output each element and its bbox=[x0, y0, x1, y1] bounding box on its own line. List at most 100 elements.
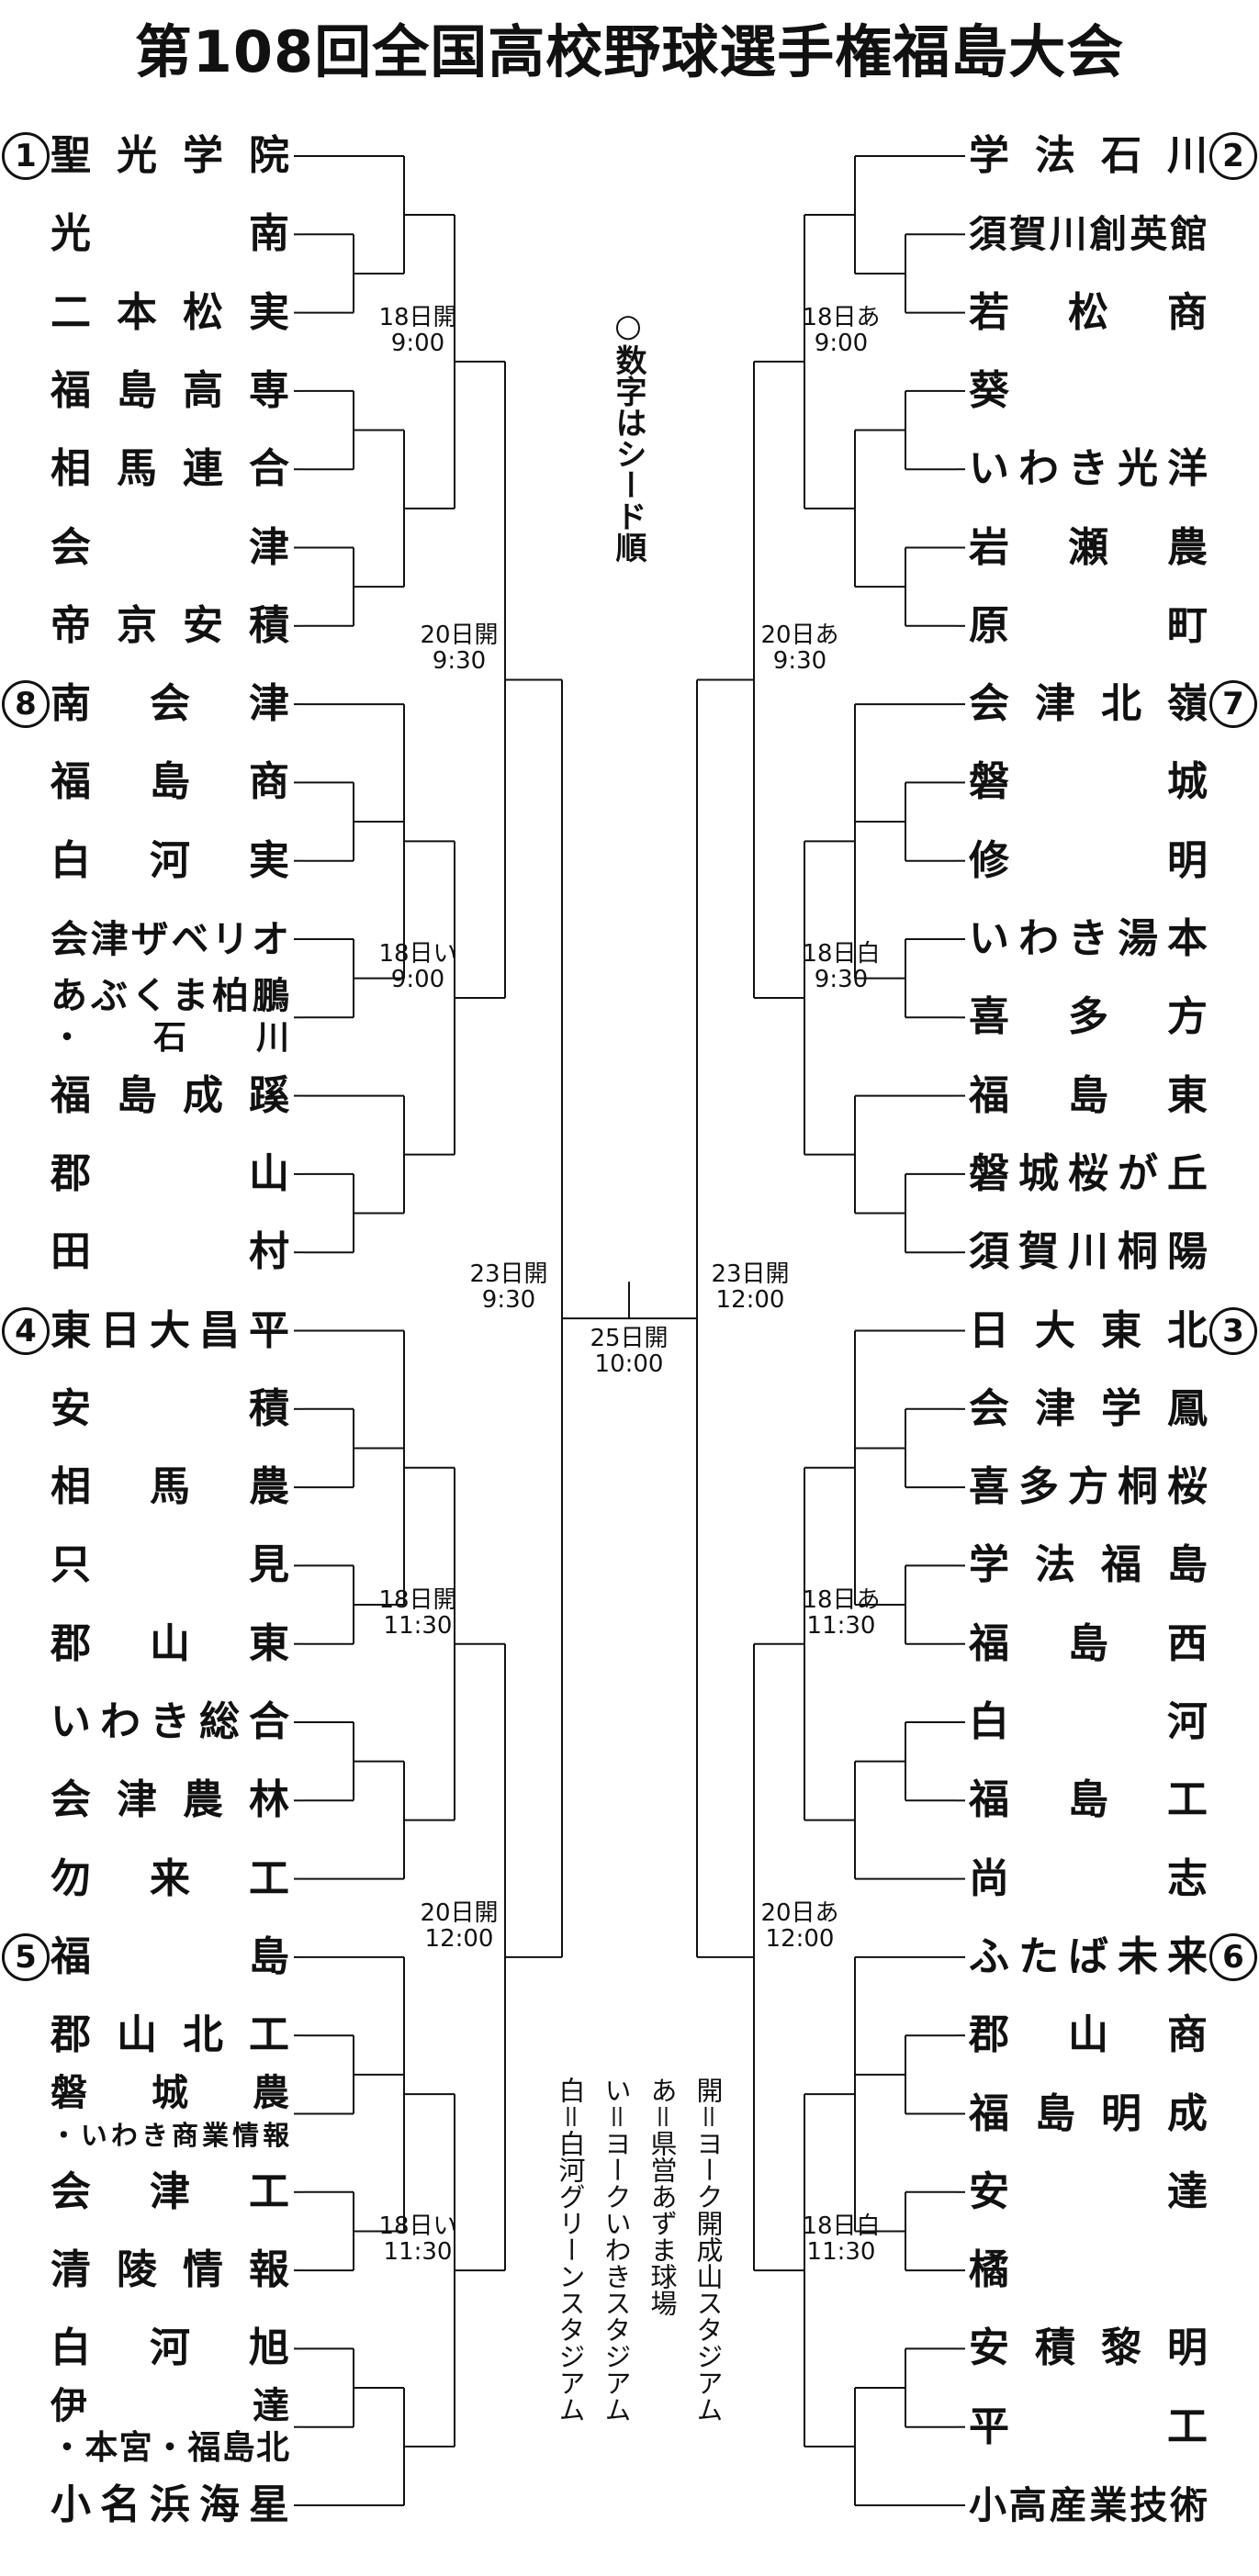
schedule-date: 20日開 bbox=[420, 622, 499, 650]
seed-badge-1: 1 bbox=[2, 132, 50, 180]
team-left-1: 聖光学院 bbox=[51, 132, 289, 179]
team-right-21: 白 河 bbox=[969, 1698, 1208, 1745]
team-left-26: 磐城農・いわき商業情報 bbox=[51, 2072, 289, 2156]
team-left-22: 会津農林 bbox=[51, 1776, 289, 1824]
team-right-2: 須賀川創英館 bbox=[969, 212, 1208, 257]
seed-badge-6: 6 bbox=[1209, 1932, 1257, 1981]
team-left-16: 東日大昌平 bbox=[51, 1306, 289, 1354]
team-name-line: 伊達 bbox=[51, 2384, 289, 2427]
team-left-13: 福島成蹊 bbox=[51, 1071, 289, 1119]
team-right-9: 磐 城 bbox=[969, 758, 1208, 806]
schedule-time: 12:00 bbox=[715, 1286, 785, 1315]
team-right-1: 学法石川 bbox=[969, 132, 1208, 179]
team-left-15: 田 村 bbox=[51, 1228, 289, 1276]
schedule-time: 9:30 bbox=[772, 647, 827, 676]
schedule-date: 25日開 bbox=[590, 1325, 669, 1353]
seed-badge-2: 2 bbox=[1209, 132, 1257, 180]
team-right-26: 福島明成 bbox=[969, 2089, 1208, 2137]
team-left-7: 帝京安積 bbox=[51, 601, 289, 649]
team-right-27: 安 達 bbox=[969, 2167, 1208, 2215]
team-name-line: あぶくま柏鵬 bbox=[51, 975, 289, 1018]
team-left-23: 勿来工 bbox=[51, 1854, 289, 1902]
team-right-29: 安積黎明 bbox=[969, 2324, 1208, 2372]
team-left-5: 相馬連合 bbox=[51, 445, 289, 493]
seed-badge-8: 8 bbox=[2, 680, 50, 729]
team-left-20: 郡山東 bbox=[51, 1619, 289, 1667]
schedule-time: 9:00 bbox=[814, 329, 869, 357]
seed-note: ○数字はシード順 bbox=[610, 308, 646, 563]
schedule-date: 20日あ bbox=[760, 622, 839, 650]
team-left-12: あぶくま柏鵬・石川 bbox=[51, 975, 289, 1059]
team-right-25: 郡山商 bbox=[969, 2011, 1208, 2059]
team-left-19: 只 見 bbox=[51, 1541, 289, 1589]
schedule-date: 20日開 bbox=[420, 1898, 499, 1927]
schedule-time: 9:30 bbox=[814, 965, 869, 993]
team-name-line: 磐城農 bbox=[51, 2071, 289, 2114]
team-right-4: 葵 bbox=[969, 366, 1009, 414]
team-left-14: 郡 山 bbox=[51, 1149, 289, 1197]
schedule-date: 23日開 bbox=[469, 1260, 548, 1289]
team-left-6: 会 津 bbox=[51, 523, 289, 571]
team-right-13: 福島東 bbox=[969, 1071, 1208, 1119]
team-right-30: 平 工 bbox=[969, 2402, 1208, 2450]
schedule-time: 9:00 bbox=[390, 965, 445, 993]
schedule-date: 18日白 bbox=[802, 939, 881, 968]
schedule-time: 11:30 bbox=[806, 1611, 876, 1640]
team-name-line: ・いわき商業情報 bbox=[51, 2119, 289, 2151]
team-right-3: 若松商 bbox=[969, 288, 1208, 336]
legend-item-3: い＝ヨークいわきスタジアム bbox=[601, 2077, 632, 2424]
schedule-time: 12:00 bbox=[765, 1924, 835, 1953]
team-right-16: 日大東北 bbox=[969, 1306, 1208, 1354]
team-right-23: 尚 志 bbox=[969, 1854, 1208, 1902]
seed-badge-4: 4 bbox=[2, 1306, 50, 1355]
seed-badge-5: 5 bbox=[2, 1932, 50, 1981]
team-right-22: 福島工 bbox=[969, 1776, 1208, 1824]
team-name-line: ・石川 bbox=[51, 1019, 289, 1058]
schedule-time: 11:30 bbox=[383, 2238, 453, 2267]
team-right-20: 福島西 bbox=[969, 1619, 1208, 1667]
team-left-8: 南会津 bbox=[51, 680, 289, 728]
legend-item-4: 白＝白河グリーンスタジアム bbox=[555, 2077, 586, 2424]
team-right-17: 会津学鳳 bbox=[969, 1384, 1208, 1432]
team-left-3: 二本松実 bbox=[51, 288, 289, 336]
team-left-10: 白河実 bbox=[51, 836, 289, 884]
team-left-29: 白河旭 bbox=[51, 2324, 289, 2372]
team-right-6: 岩瀬農 bbox=[969, 523, 1208, 571]
schedule-date: 18日開 bbox=[378, 1585, 457, 1614]
team-left-28: 清陵情報 bbox=[51, 2246, 289, 2294]
schedule-time: 11:30 bbox=[383, 1611, 453, 1640]
team-left-4: 福島高専 bbox=[51, 366, 289, 414]
team-right-5: いわき光洋 bbox=[969, 445, 1208, 493]
schedule-date: 18日あ bbox=[802, 303, 881, 331]
team-right-8: 会津北嶺 bbox=[969, 680, 1208, 728]
team-right-11: いわき湯本 bbox=[969, 915, 1208, 962]
team-left-11: 会津ザベリオ bbox=[51, 917, 289, 961]
team-right-14: 磐城桜が丘 bbox=[969, 1149, 1208, 1197]
schedule-date: 20日あ bbox=[760, 1898, 839, 1927]
team-left-24: 福 島 bbox=[51, 1932, 289, 1980]
team-left-31: 小名浜海星 bbox=[51, 2481, 289, 2528]
team-name-line: ・本宮・福島北 bbox=[51, 2428, 289, 2467]
schedule-date: 18日い bbox=[378, 2212, 457, 2241]
team-left-2: 光 南 bbox=[51, 210, 289, 258]
schedule-time: 9:30 bbox=[481, 1286, 536, 1315]
schedule-time: 9:00 bbox=[390, 329, 445, 357]
schedule-date: 18日い bbox=[378, 939, 457, 968]
team-left-25: 郡山北工 bbox=[51, 2011, 289, 2059]
seed-badge-7: 7 bbox=[1209, 680, 1257, 729]
schedule-date: 18日あ bbox=[802, 1585, 881, 1614]
page-title: 第108回全国高校野球選手権福島大会 bbox=[134, 18, 1125, 85]
